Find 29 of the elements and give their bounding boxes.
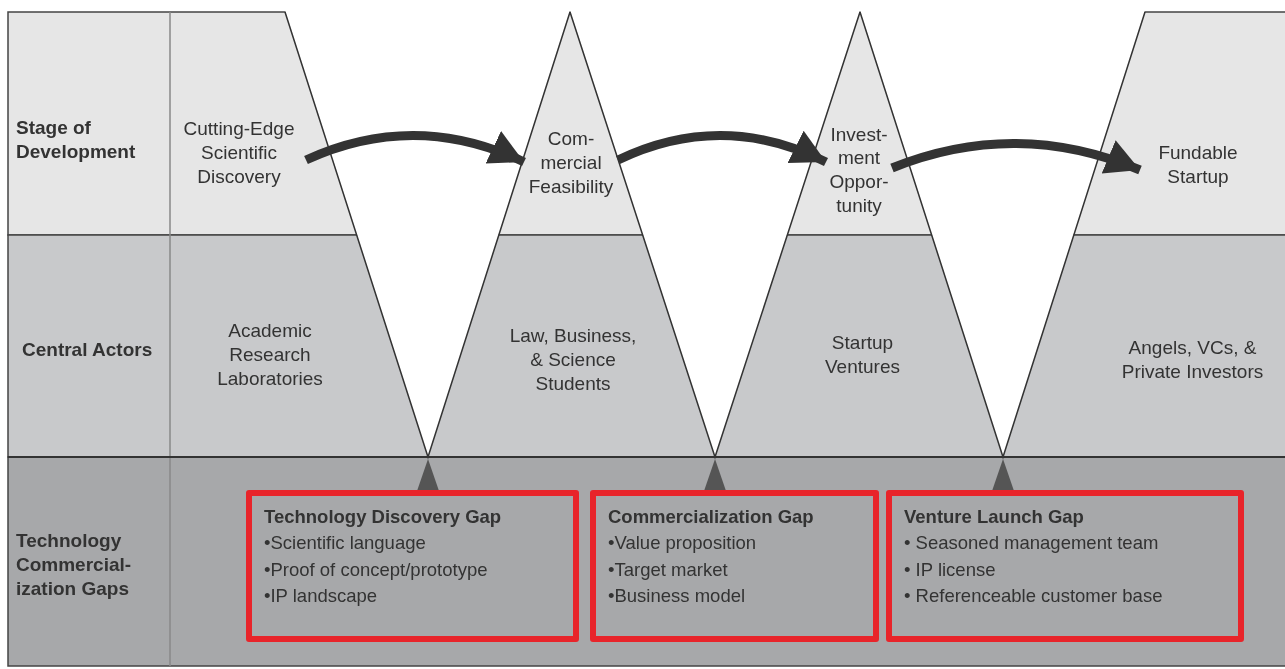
curved-arrow	[304, 131, 526, 167]
gap-title: Commercialization Gap	[608, 505, 815, 529]
actor-label: Law, Business, & Science Students	[508, 324, 638, 396]
actor-label: Startup Ventures	[824, 331, 901, 379]
actor-label: Academic Research Laboratories	[216, 319, 324, 391]
bullet-item: •Proof of concept/prototype	[264, 557, 489, 582]
bullet-item: •IP landscape	[264, 583, 379, 608]
row-header: Stage of Development	[16, 116, 137, 164]
bullet-item: •Value proposition	[608, 531, 758, 556]
stage-label: Fundable Startup	[1157, 141, 1239, 189]
bullet-item: • IP license	[904, 557, 997, 582]
gap-box	[246, 490, 579, 642]
actor-label: Angels, VCs, & Private Investors	[1120, 336, 1265, 384]
gap-box	[886, 490, 1244, 642]
curved-arrow	[616, 131, 828, 167]
row-header: Central Actors	[22, 338, 154, 362]
gap-box	[590, 490, 879, 642]
stage-label: Com-mercial Feasibility	[527, 127, 615, 199]
curved-arrow	[890, 139, 1142, 175]
bullet-item: • Referenceable customer base	[904, 583, 1164, 608]
stage-label: Invest-ment Oppor-tunity	[828, 122, 890, 218]
gap-title: Technology Discovery Gap	[264, 505, 503, 529]
bullet-item: •Scientific language	[264, 531, 427, 556]
stage-label: Cutting-Edge Scientific Discovery	[182, 117, 296, 189]
row-header: Technology Commercial-ization Gaps	[16, 529, 133, 601]
bullet-item: • Seasoned management team	[904, 531, 1160, 556]
bullet-item: •Business model	[608, 583, 747, 608]
bullet-item: •Target market	[608, 557, 729, 582]
gap-title: Venture Launch Gap	[904, 505, 1085, 529]
